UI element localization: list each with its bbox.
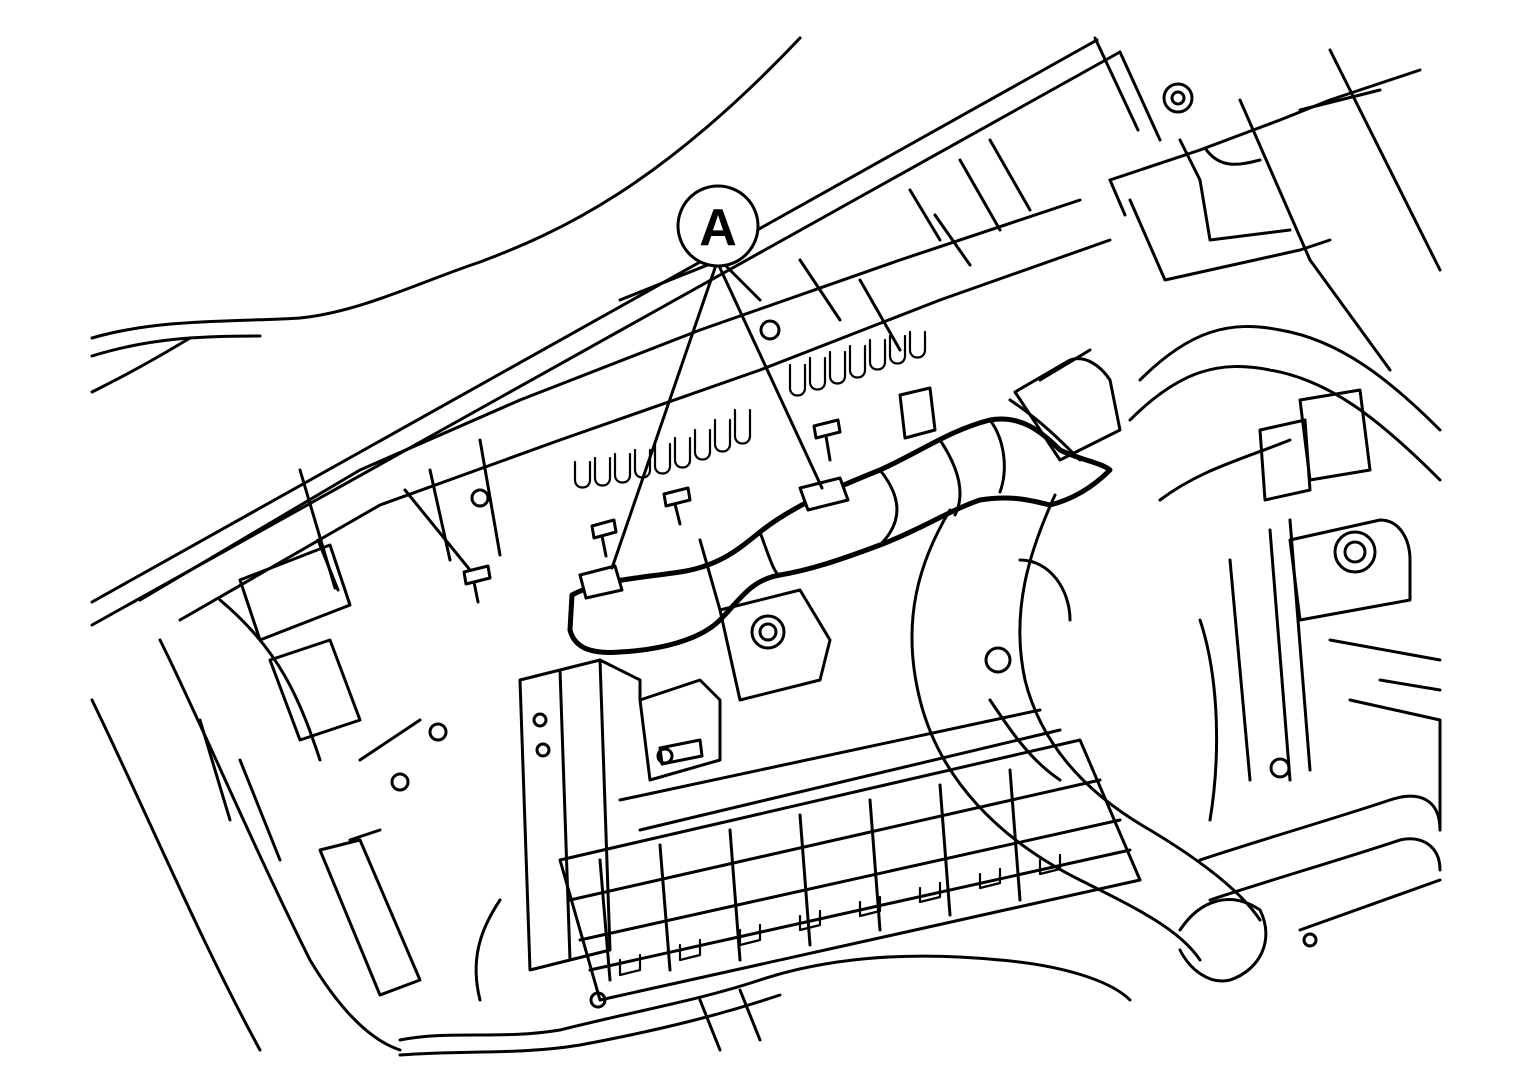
callout-a: A — [610, 184, 824, 570]
leader-line-right — [718, 266, 824, 490]
mounting-bolts — [462, 82, 1194, 604]
lower-right-hose — [1198, 794, 1442, 948]
battery-tray-grid — [558, 708, 1142, 1002]
left-side-structure — [90, 598, 448, 1052]
wire-harness — [567, 398, 1113, 655]
upper-right-bracket — [1108, 48, 1442, 372]
right-strut-bracket — [1198, 518, 1442, 832]
callout-circle — [676, 184, 760, 268]
callout-label: A — [699, 199, 737, 257]
radiator-support — [138, 138, 1112, 642]
center-left-brackets — [518, 658, 722, 972]
harness-connector — [898, 348, 1122, 462]
body-panel — [90, 36, 1162, 627]
large-hose — [910, 493, 1268, 983]
corrugated-ribs — [573, 330, 927, 489]
lower-wire — [398, 898, 1132, 1057]
leader-line-left — [610, 266, 717, 570]
center-bracket — [698, 538, 832, 702]
right-pipes — [1128, 325, 1442, 502]
